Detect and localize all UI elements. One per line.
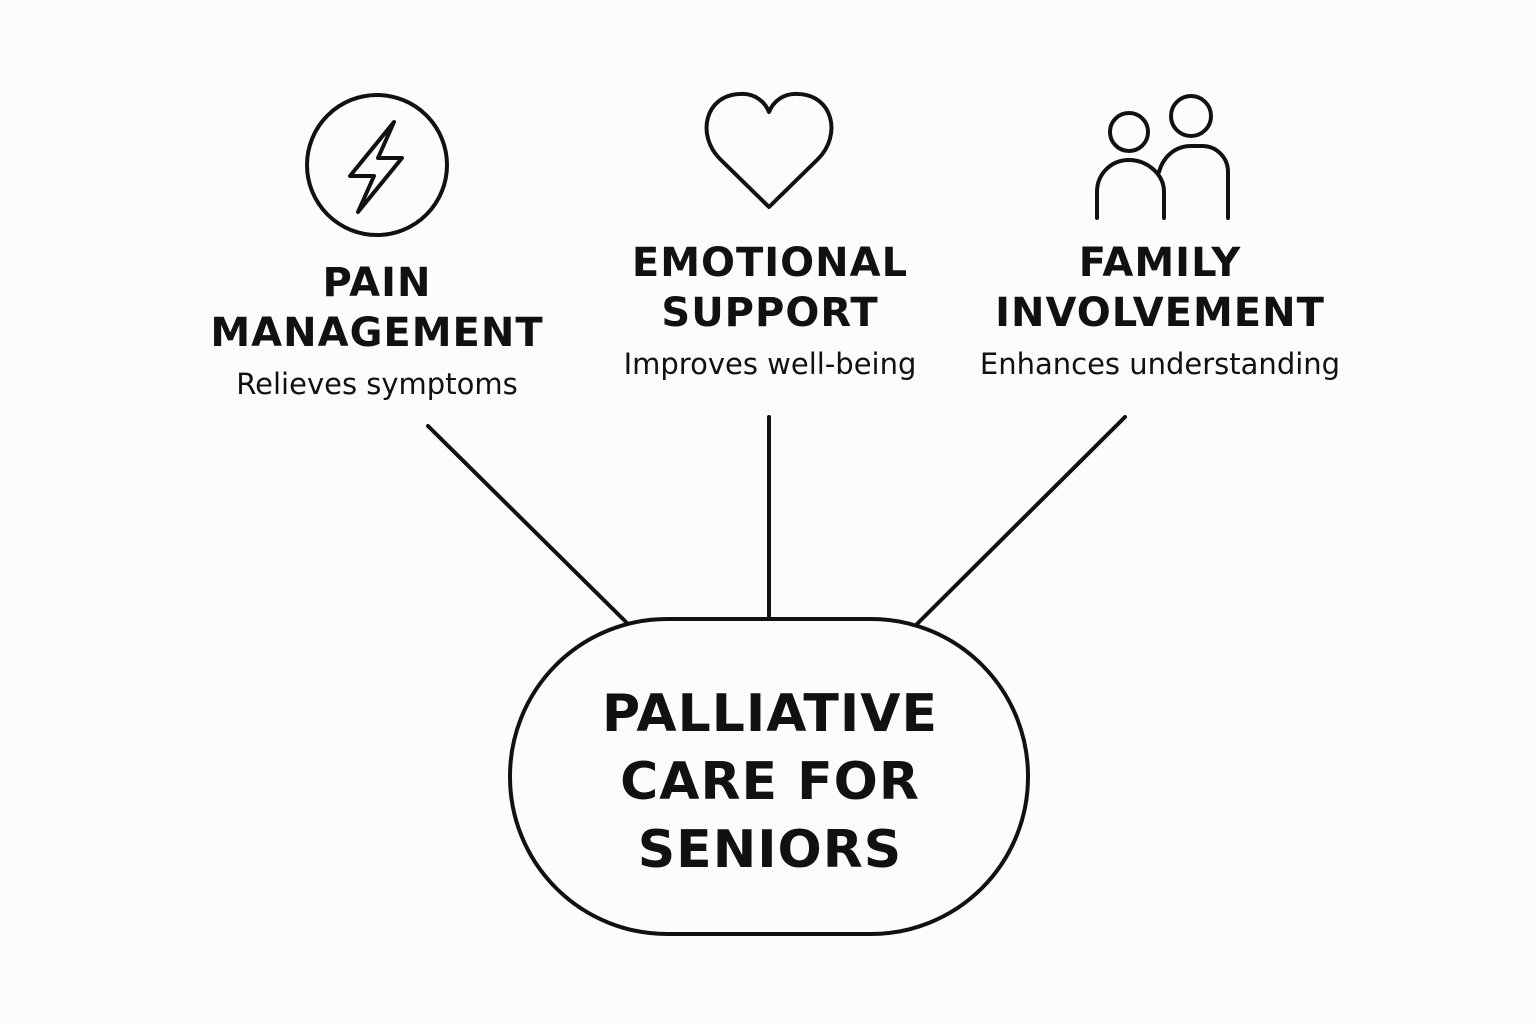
center-node xyxy=(508,617,1030,936)
connector-family-involvement xyxy=(915,415,1127,626)
connector-pain-management xyxy=(426,424,628,624)
branch-title-line: EMOTIONAL xyxy=(631,240,909,286)
branch-title-line: FAMILY xyxy=(1078,240,1242,286)
center-label-line: PALLIATIVE xyxy=(602,684,938,744)
branch-title-line: PAIN xyxy=(322,260,432,306)
branch-subtitle: Relieves symptoms xyxy=(236,367,518,401)
center-label-line: CARE FOR xyxy=(620,752,920,812)
branch-family-involvement: FAMILY INVOLVEMENT Enhances understandin… xyxy=(960,238,1360,382)
branch-pain-management: PAIN MANAGEMENT Relieves symptoms xyxy=(207,258,547,402)
branch-emotional-support: EMOTIONAL SUPPORT Improves well-being xyxy=(595,238,945,382)
lightning-circle-icon xyxy=(305,93,449,237)
heart-icon xyxy=(704,91,834,209)
family-icon xyxy=(1095,94,1230,220)
branch-title-line: SUPPORT xyxy=(661,290,879,336)
branch-subtitle: Enhances understanding xyxy=(979,347,1341,381)
branch-title-line: INVOLVEMENT xyxy=(995,290,1325,336)
center-label: PALLIATIVE CARE FOR SENIORS xyxy=(560,680,980,884)
branch-title-line: MANAGEMENT xyxy=(210,310,544,356)
branch-subtitle: Improves well-being xyxy=(623,347,917,381)
center-label-line: SENIORS xyxy=(637,820,903,880)
